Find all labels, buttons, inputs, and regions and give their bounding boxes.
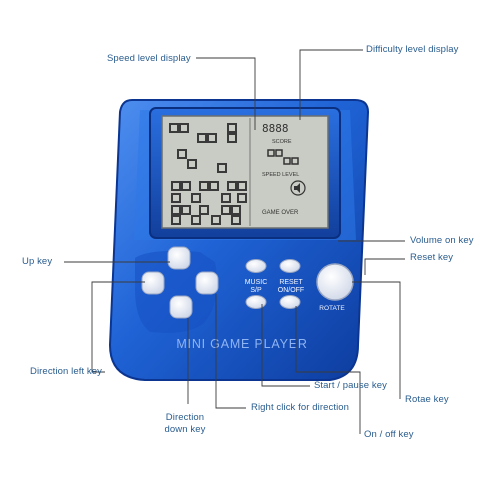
label-up: Up key [22,256,53,267]
label-speed-level: Speed level display [107,53,191,64]
label-direction-down-line2: down key [164,424,206,435]
lcd-side-panel: 8888 SCORE SPEED LEVEL GAME OVER [262,122,306,216]
leader-lines [64,49,405,434]
svg-text:8888: 8888 [262,122,289,135]
label-on-off: On / off key [364,429,414,440]
right-key[interactable] [195,271,219,295]
music-key[interactable] [245,259,267,273]
label-right-click: Right click for direction [251,402,350,413]
music-label: MUSIC [245,279,268,286]
reset-key[interactable] [279,259,301,273]
label-direction-left: Direction left key [30,366,103,377]
screen-game-over-label: GAME OVER [262,210,299,216]
up-key[interactable] [167,246,191,270]
start-pause-key[interactable] [245,295,267,309]
dpad [141,246,219,319]
on-off-key[interactable] [279,295,301,309]
reset-label: RESET [279,279,303,286]
label-reset: Reset key [410,252,454,263]
screen-speed-level-label: SPEED LEVEL [262,172,299,178]
label-direction-down-line1: Direction [165,412,205,423]
rotate-label: ROTATE [319,305,345,312]
tetris-bricks [169,123,247,225]
center-buttons: MUSIC S/P RESET ON/OFF [245,259,304,309]
label-direction-down: Direction down key [150,412,220,436]
label-start-pause: Start / pause key [314,380,387,391]
label-volume-on: Volume on key [410,235,474,246]
sound-icon [290,180,306,196]
onoff-label: ON/OFF [278,287,304,294]
down-key[interactable] [169,295,193,319]
dpad-area [135,250,218,333]
sp-label: S/P [250,287,262,294]
screen-score-label: SCORE [272,139,292,145]
label-rotate: Rotae key [405,394,449,405]
rotate-key[interactable] [316,263,354,301]
left-key[interactable] [141,271,165,295]
brand-text: MINI GAME PLAYER [176,337,307,351]
label-difficulty-level: Difficulty level display [366,44,459,55]
